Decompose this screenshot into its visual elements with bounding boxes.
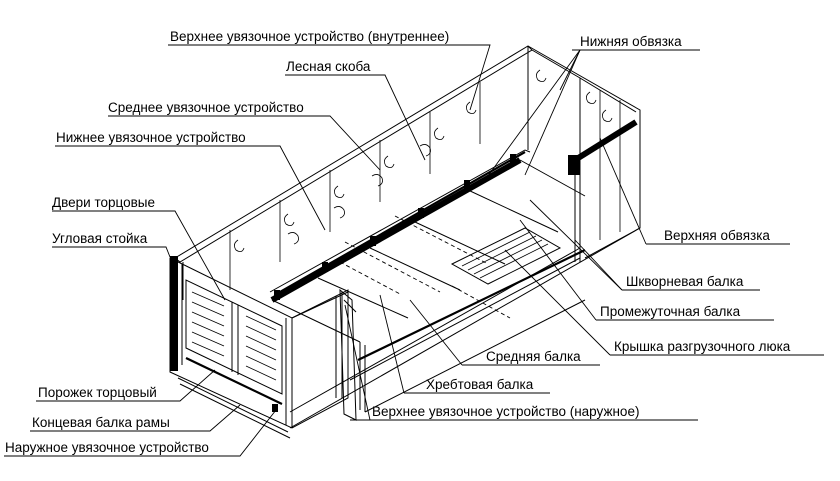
label-center-sill: Хребтовая балка: [426, 377, 534, 392]
far-wall-posts: [229, 82, 481, 290]
label-top-binding: Верхняя обвязка: [664, 228, 770, 243]
middle-beam-line: [357, 249, 586, 361]
label-outer-tie-device: Наружное увязочное устройство: [5, 440, 209, 455]
labels: Верхнее увязочное устройство (внутреннее…: [5, 29, 791, 455]
label-frame-end-beam: Концевая балка рамы: [32, 415, 170, 430]
label-bottom-binding: Нижняя обвязка: [580, 34, 682, 49]
top-binding-rail: [573, 119, 638, 163]
label-end-doors: Двери торцовые: [52, 195, 155, 210]
label-hatch-cover: Крышка разгрузочного люка: [614, 339, 791, 354]
label-lower-tie: Нижнее увязочное устройство: [56, 130, 246, 145]
label-bolster-beam: Шкворневая балка: [626, 274, 744, 289]
top-binding-block: [568, 155, 580, 175]
floor-frame: [270, 151, 586, 413]
label-top-tie-inner: Верхнее увязочное устройство (внутреннее…: [170, 29, 449, 44]
center-sill-line: [270, 157, 522, 303]
label-middle-tie: Среднее увязочное устройство: [108, 100, 304, 115]
far-side-top-rail: [174, 45, 533, 263]
leader-lines: [4, 44, 824, 457]
label-intermediate-beam: Промежуточная балка: [600, 304, 741, 319]
label-middle-beam: Средняя балка: [486, 349, 581, 364]
near-end-wall: [169, 256, 349, 439]
label-corner-post: Угловая стойка: [52, 231, 148, 246]
outer-tie-device-mark: [272, 404, 278, 412]
tie-devices: [234, 69, 613, 412]
corner-post-fill: [170, 256, 178, 371]
label-top-tie-outer: Верхнее увязочное устройство (наружное): [372, 404, 639, 419]
wagon-body: [169, 45, 641, 439]
hatch-cover: [450, 227, 562, 285]
label-end-threshold: Порожек торцовый: [38, 385, 157, 400]
label-timber-bracket: Лесная скоба: [286, 59, 371, 74]
door-slots-left: [191, 291, 277, 381]
